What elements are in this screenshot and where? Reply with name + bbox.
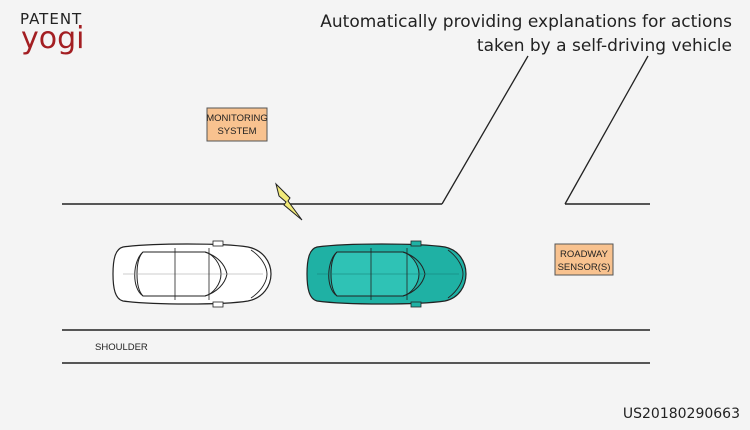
patent-yogi-logo: PATENT yogi xyxy=(20,12,85,54)
leader-line-right xyxy=(564,55,649,205)
lightning-bolt-icon xyxy=(275,182,303,221)
logo-patent-text: PATENT xyxy=(20,10,83,28)
monitoring-system-box: MONITORING SYSTEM xyxy=(206,107,268,142)
roadway-sensors-box: ROADWAY SENSOR(S) xyxy=(554,243,614,276)
monitoring-system-label-2: SYSTEM xyxy=(217,126,256,137)
logo-yogi-text: yogi xyxy=(21,21,85,56)
leader-line-left xyxy=(441,55,529,205)
roadway-sensors-label-1: ROADWAY xyxy=(560,249,609,260)
vehicle-self-driving xyxy=(306,240,467,308)
roadway-sensors-label-2: SENSOR(S) xyxy=(558,262,611,273)
shoulder-label: SHOULDER xyxy=(95,342,148,353)
monitoring-system-label-1: MONITORING xyxy=(206,113,268,124)
patent-number: US20180290663 xyxy=(622,406,740,422)
headline-line-2: taken by a self-driving vehicle xyxy=(476,36,732,56)
patent-headline: Automatically providing explanations for… xyxy=(320,10,732,58)
vehicle-white xyxy=(112,240,272,308)
headline-line-1: Automatically providing explanations for… xyxy=(320,12,732,32)
